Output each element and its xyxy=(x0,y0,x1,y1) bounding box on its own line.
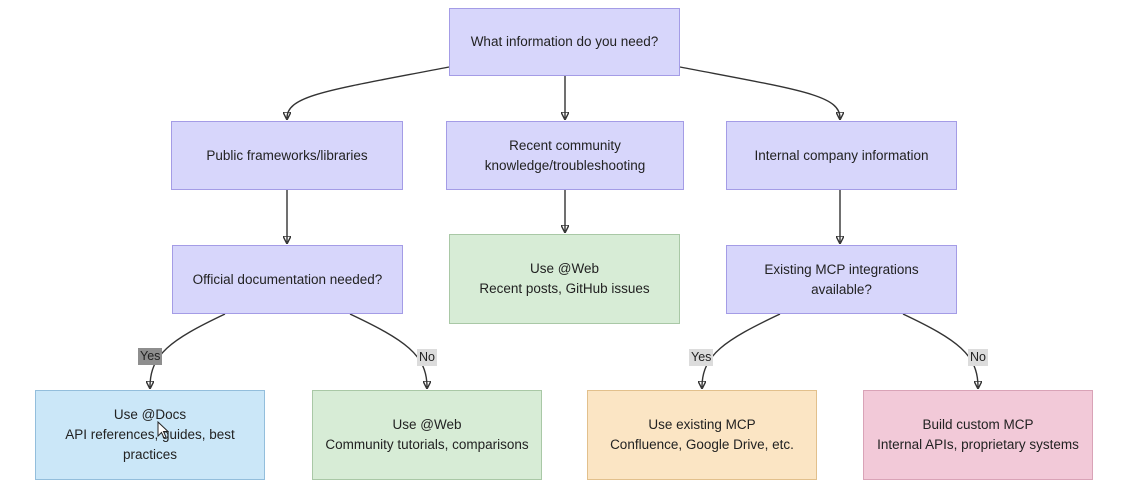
node-use-web-community-content: Use @Web Community tutorials, comparison… xyxy=(325,415,528,455)
node-use-web-community-title: Use @Web xyxy=(392,417,462,432)
node-community-text: Recent community knowledge/troubleshooti… xyxy=(484,137,646,173)
edge-root-to-public xyxy=(287,66,450,118)
node-build-custom-mcp-content: Build custom MCP Internal APIs, propriet… xyxy=(877,415,1079,455)
edge-mcp-yes xyxy=(702,313,781,387)
node-use-web-recent-desc: Recent posts, GitHub issues xyxy=(479,281,650,296)
edge-label-docs-yes: Yes xyxy=(138,348,163,365)
node-build-custom-mcp: Build custom MCP Internal APIs, propriet… xyxy=(863,390,1093,480)
edge-label-mcp-no: No xyxy=(968,349,988,366)
node-root-question: What information do you need? xyxy=(449,8,680,76)
edge-mcp-no xyxy=(902,313,978,387)
node-build-custom-mcp-desc: Internal APIs, proprietary systems xyxy=(877,437,1079,452)
node-use-docs: Use @Docs API references, guides, best p… xyxy=(35,390,265,480)
node-public-frameworks: Public frameworks/libraries xyxy=(171,121,403,190)
node-official-docs-text: Official documentation needed? xyxy=(192,271,383,287)
node-use-web-recent-title: Use @Web xyxy=(530,261,599,276)
node-root-text: What information do you need? xyxy=(470,34,659,49)
edge-label-mcp-yes: Yes xyxy=(689,349,714,366)
edge-label-docs-no: No xyxy=(417,349,437,366)
node-use-web-recent: Use @Web Recent posts, GitHub issues xyxy=(449,234,680,324)
mouse-cursor-icon xyxy=(157,421,169,439)
node-use-web-recent-content: Use @Web Recent posts, GitHub issues xyxy=(479,259,649,299)
node-use-docs-content: Use @Docs API references, guides, best p… xyxy=(46,405,254,465)
edge-root-to-internal xyxy=(679,66,840,118)
node-use-existing-mcp: Use existing MCP Confluence, Google Driv… xyxy=(587,390,817,480)
node-use-existing-mcp-title: Use existing MCP xyxy=(648,417,756,432)
node-internal-text: Internal company information xyxy=(754,147,929,163)
edge-docs-yes xyxy=(150,313,226,387)
node-use-existing-mcp-content: Use existing MCP Confluence, Google Driv… xyxy=(610,415,794,455)
node-mcp-available-question: Existing MCP integrations available? xyxy=(726,245,957,314)
node-use-docs-desc: API references, guides, best practices xyxy=(65,427,235,462)
node-public-text: Public frameworks/libraries xyxy=(206,147,368,163)
node-mcp-available-text: Existing MCP integrations available? xyxy=(764,261,919,297)
node-community-knowledge: Recent community knowledge/troubleshooti… xyxy=(446,121,684,190)
node-official-docs-question: Official documentation needed? xyxy=(172,245,403,314)
node-use-existing-mcp-desc: Confluence, Google Drive, etc. xyxy=(610,437,794,452)
node-internal-info: Internal company information xyxy=(726,121,957,190)
node-use-docs-title: Use @Docs xyxy=(113,407,187,422)
node-use-web-community: Use @Web Community tutorials, comparison… xyxy=(312,390,542,480)
edge-docs-no xyxy=(349,313,427,387)
node-build-custom-mcp-title: Build custom MCP xyxy=(922,417,1034,432)
node-use-web-community-desc: Community tutorials, comparisons xyxy=(325,437,529,452)
